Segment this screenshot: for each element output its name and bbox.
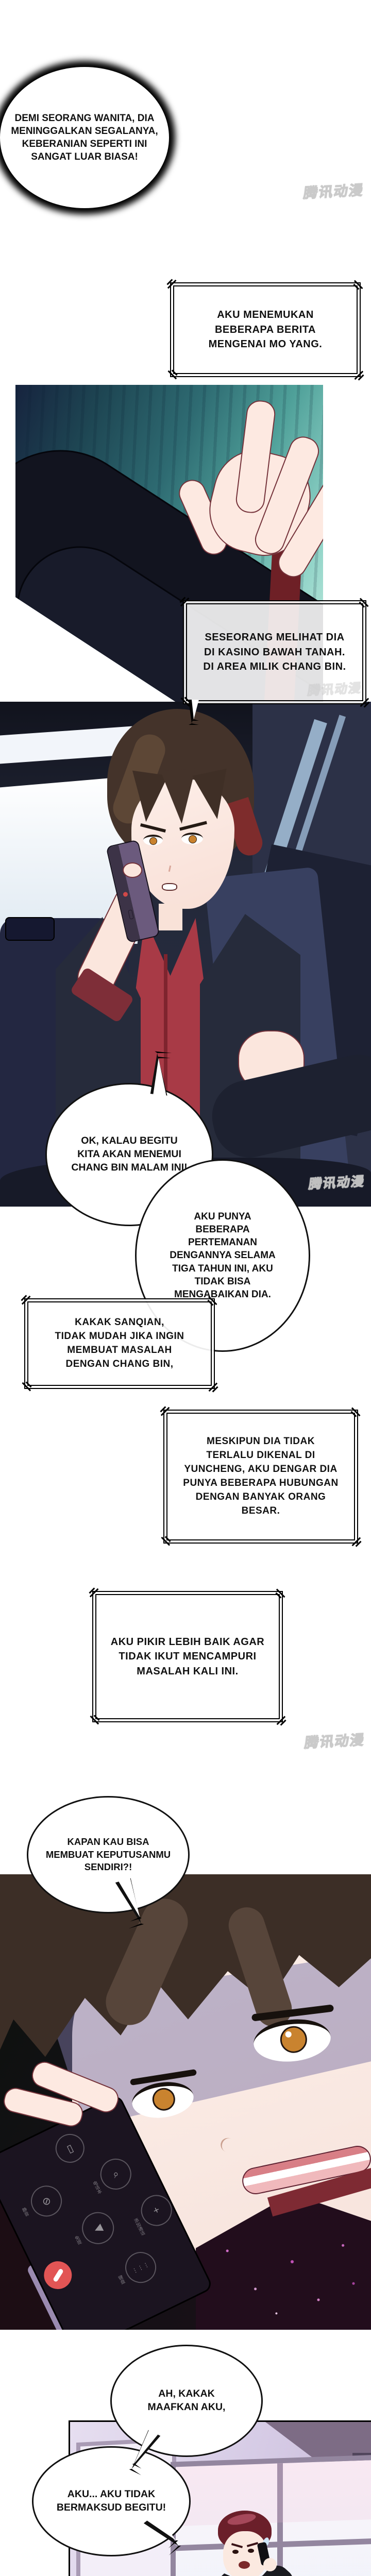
tencent-comics-watermark: 腾讯动漫 xyxy=(302,182,365,201)
caption-news-text: AKU MENEMUKAN BEBERAPA BERITA MENGENAI M… xyxy=(208,309,323,350)
neck xyxy=(159,904,182,930)
eye xyxy=(232,2550,239,2554)
eye-right xyxy=(181,833,203,844)
speech-kapan-text: KAPAN KAU BISA MEMBUAT KEPUTUSANMU SENDI… xyxy=(45,1836,171,1873)
speech-ok-text: OK, KALAU BEGITU KITA AKAN MENEMUI CHANG… xyxy=(71,1135,188,1173)
corner-spike xyxy=(350,367,366,383)
speech-aku-punya-text: AKU PUNYA BEBERAPA PERTEMANAN DENGANNYA … xyxy=(170,1211,276,1300)
caption-casino-text: SESEORANG MELIHAT DIA DI KASINO BAWAH TA… xyxy=(203,632,346,673)
speech-bubble-aku-punya: AKU PUNYA BEBERAPA PERTEMANAN DENGANNYA … xyxy=(135,1159,310,1352)
corner-spike xyxy=(164,367,180,383)
corner-spike xyxy=(18,1292,34,1308)
hand-at-ear xyxy=(263,2558,277,2571)
caption-tail xyxy=(192,700,199,721)
eye-left xyxy=(143,835,163,845)
corner-spike xyxy=(348,1403,364,1419)
speech-ah-kakak-text: AH, KAKAK MAAFKAN AKU, xyxy=(147,2388,226,2413)
caption-kakak-text: KAKAK SANQIAN, TIDAK MUDAH JIKA INGIN ME… xyxy=(55,1317,184,1369)
handset-glyph xyxy=(53,2268,64,2283)
holding-fingers xyxy=(123,862,142,878)
caption-box-kakak: KAKAK SANQIAN, TIDAK MUDAH JIKA INGIN ME… xyxy=(24,1298,215,1389)
caption-meskipun-text: MESKIPUN DIA TIDAK TERLALU DIKENAL DI YU… xyxy=(183,1436,339,1516)
mouth xyxy=(162,883,177,891)
shirt-placket xyxy=(164,954,167,1150)
caption-box-meskipun: MESKIPUN DIA TIDAK TERLALU DIKENAL DI YU… xyxy=(163,1410,358,1544)
burst-bubble-text: DEMI SEORANG WANITA, DIA MENINGGALKAN SE… xyxy=(11,112,158,163)
corner-spike xyxy=(273,1585,289,1601)
corner-spike xyxy=(350,276,366,292)
angry-brow xyxy=(231,2543,243,2548)
tencent-comics-watermark: 腾讯动漫 xyxy=(303,1732,366,1751)
corner-spike xyxy=(164,276,180,292)
caption-aku-pikir-text: AKU PIKIR LEBIH BAIK AGAR TIDAK IKUT MEN… xyxy=(110,1636,265,1677)
burst-speech-bubble: DEMI SEORANG WANITA, DIA MENINGGALKAN SE… xyxy=(0,61,175,214)
eye xyxy=(248,2549,254,2553)
headrest-slot xyxy=(5,917,55,941)
corner-spike xyxy=(157,1533,173,1549)
corner-spike xyxy=(205,1379,221,1395)
caption-box-casino: SESEORANG MELIHAT DIA DI KASINO BAWAH TA… xyxy=(183,600,366,704)
burst-bubble-body xyxy=(0,67,169,208)
phone-button xyxy=(128,909,134,920)
corner-spike xyxy=(86,1585,102,1601)
office-man xyxy=(186,2511,310,2576)
corner-spike xyxy=(86,1712,102,1728)
corner-spike xyxy=(356,594,371,610)
tencent-comics-watermark: 腾讯动漫 xyxy=(307,681,363,699)
speech-bubble-kapan: KAPAN KAU BISA MEMBUAT KEPUTUSANMU SENDI… xyxy=(27,1796,190,1913)
speech-bubble-ok: OK, KALAU BEGITU KITA AKAN MENEMUI CHANG… xyxy=(45,1083,213,1226)
iris xyxy=(150,2086,177,2112)
tencent-comics-watermark: 腾讯动漫 xyxy=(308,1174,366,1192)
eye-glint xyxy=(285,2031,292,2038)
gripping-hand xyxy=(174,390,323,612)
corner-spike xyxy=(18,1379,34,1395)
speech-aku-tidak-text: AKU... AKU TIDAK BERMAKSUD BEGITU! xyxy=(56,2488,166,2513)
angry-brow xyxy=(246,2542,259,2547)
corner-spike xyxy=(273,1712,289,1728)
iris xyxy=(279,2025,309,2055)
phone-call-light xyxy=(123,891,128,897)
corner-spike xyxy=(157,1403,173,1419)
iris xyxy=(149,837,157,845)
iris xyxy=(189,835,197,843)
speech-bubble-ah-kakak: AH, KAKAK MAAFKAN AKU, xyxy=(110,2345,263,2457)
speech-bubble-aku-tidak: AKU... AKU TIDAK BERMAKSUD BEGITU! xyxy=(32,2446,191,2556)
caption-box-news: AKU MENEMUKAN BEBERAPA BERITA MENGENAI M… xyxy=(170,282,361,377)
open-mouth xyxy=(239,2561,250,2569)
caption-box-aku-pikir: AKU PIKIR LEBIH BAIK AGAR TIDAK IKUT MEN… xyxy=(92,1591,283,1722)
panel-face-phone-closeup: ⊘ 静音 ▯ ⌕ 电话本 ◀ 免提 + 添加通话 ⋮⋮⋮ 键盘 xyxy=(0,1874,371,2330)
corner-spike xyxy=(348,1533,364,1549)
